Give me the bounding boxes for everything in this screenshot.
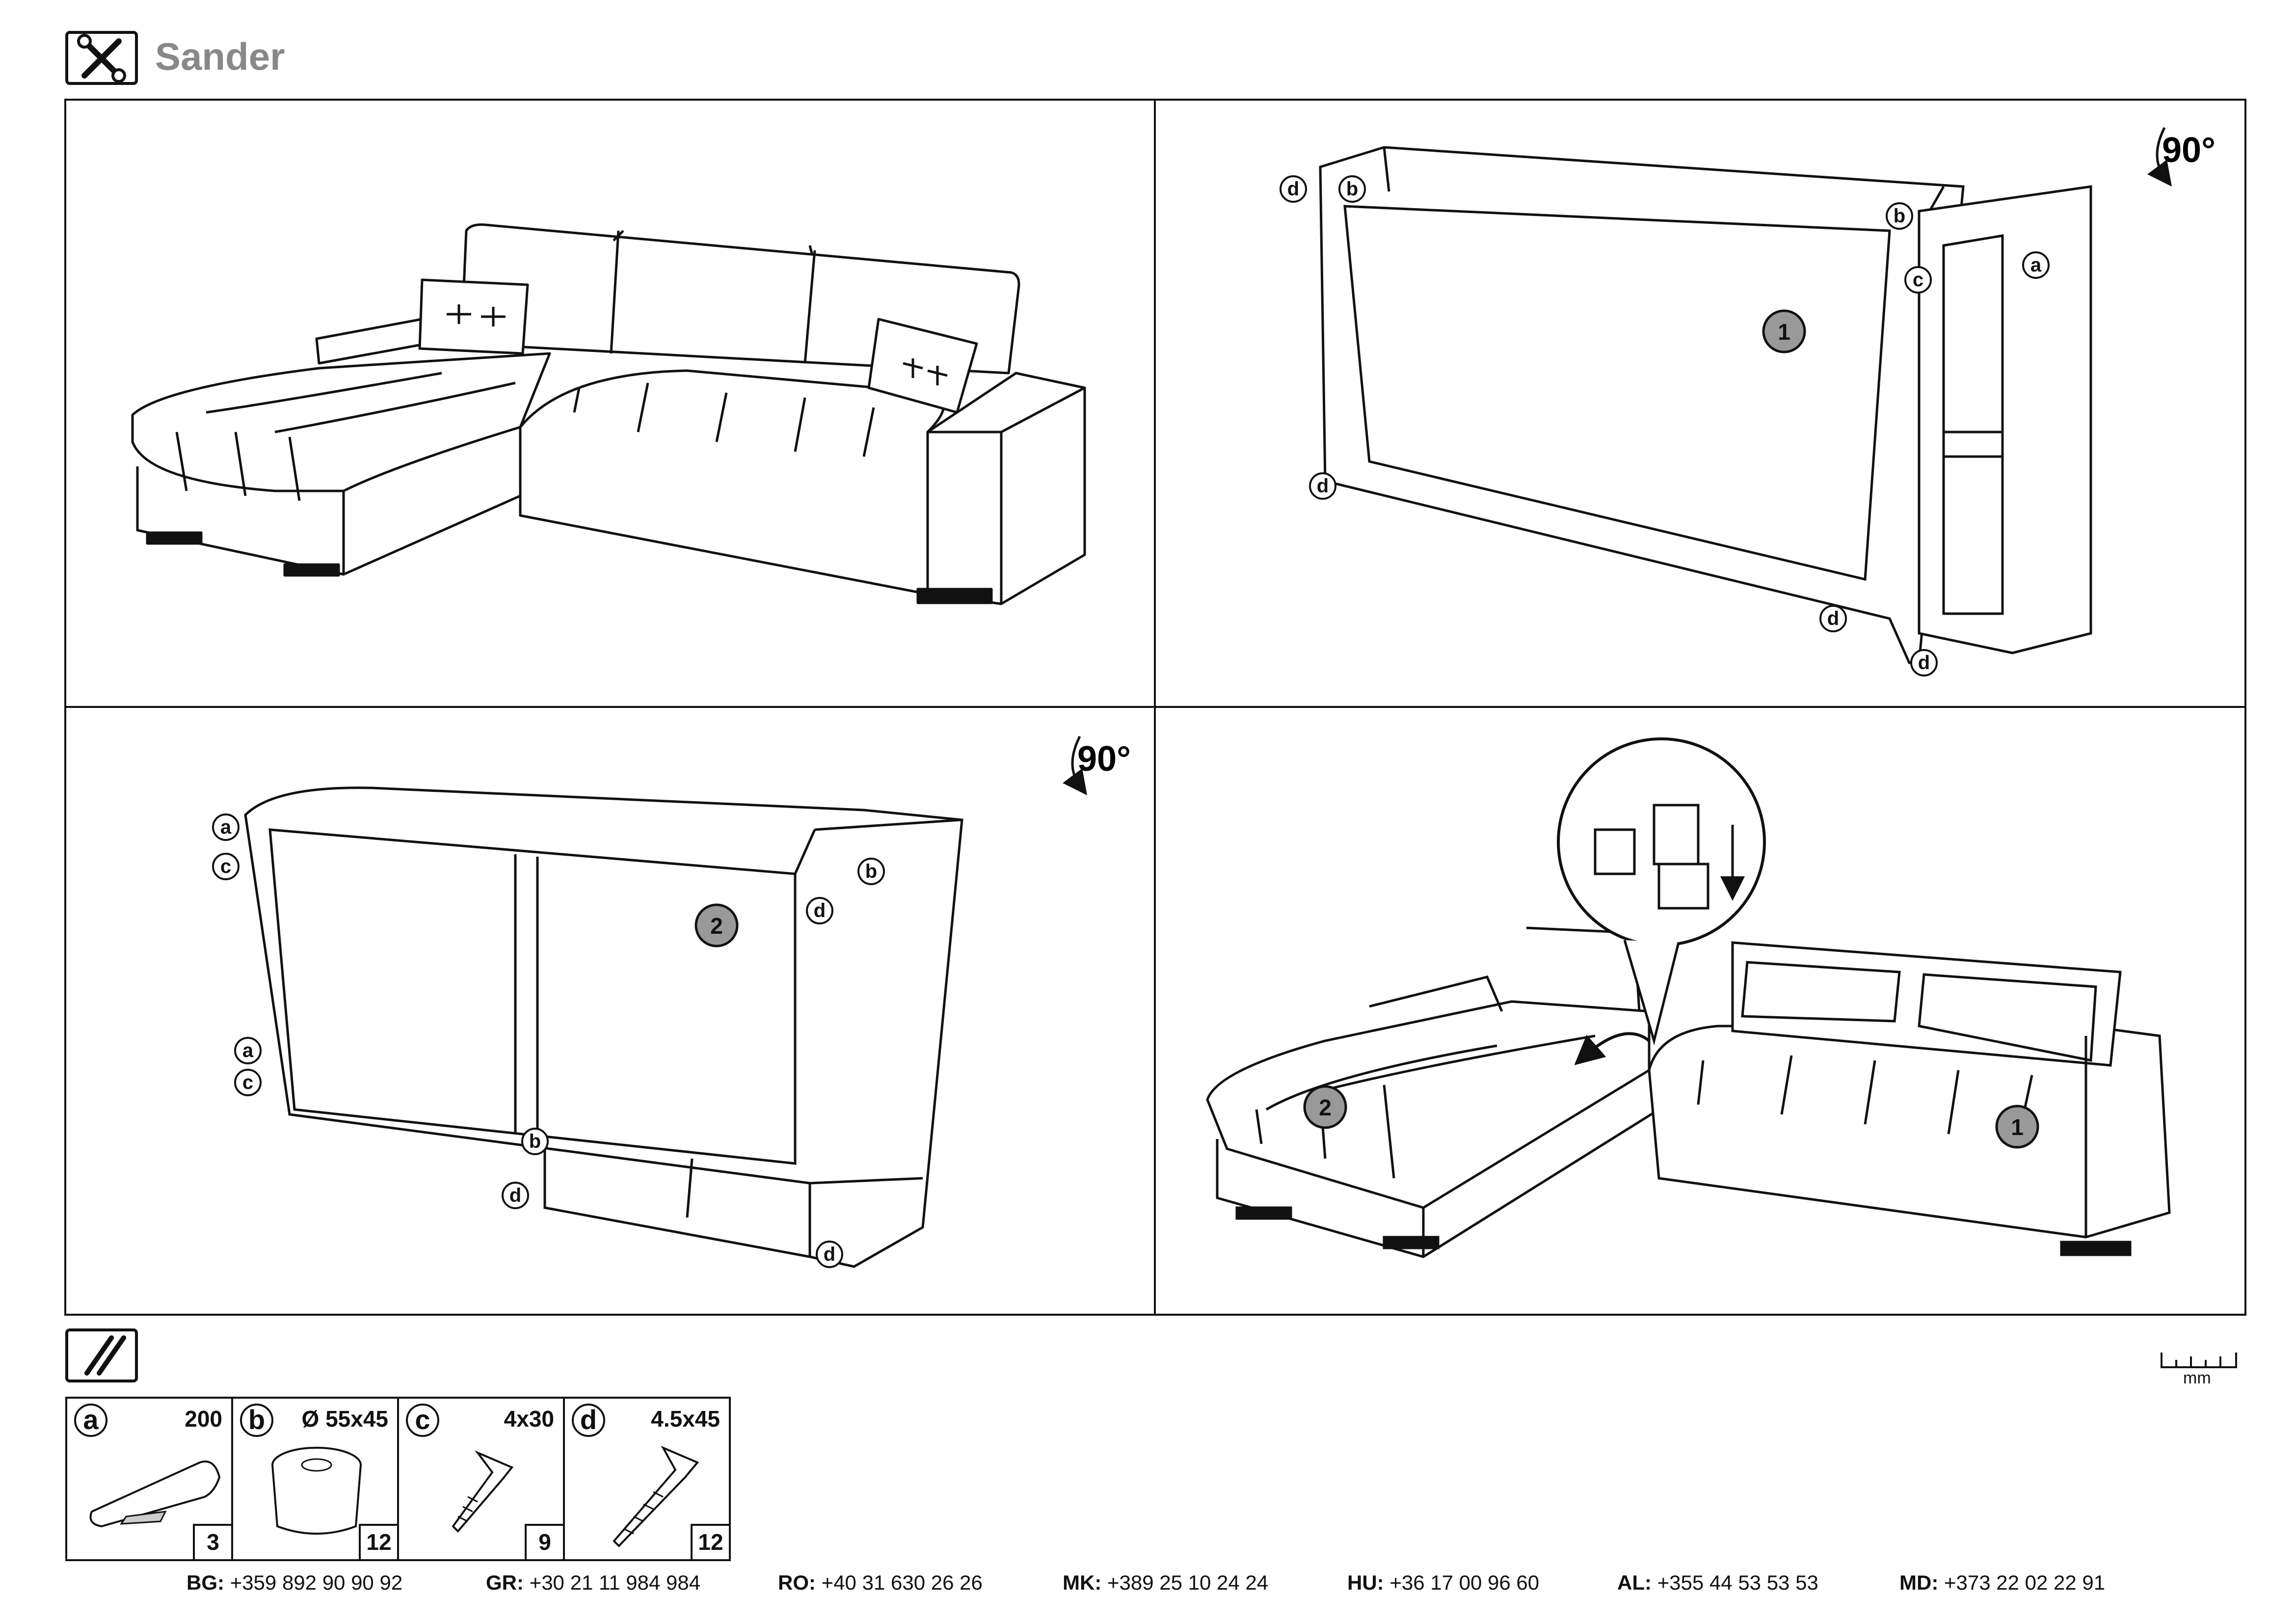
- part-size: Ø 55x45: [301, 1406, 388, 1432]
- step-4-connect-sofa: [1206, 737, 2171, 1258]
- svg-text:a: a: [242, 1040, 254, 1061]
- page-title: Sander: [155, 35, 285, 78]
- ruler-icon: [2161, 1353, 2237, 1368]
- contact-mk: MK: +389 25 10 24 24: [1063, 1571, 1269, 1594]
- svg-text:d: d: [1287, 178, 1299, 200]
- part-d: d 4.5x45 12: [563, 1397, 731, 1561]
- screw-icon: [452, 1450, 514, 1533]
- part-letter: b: [240, 1404, 273, 1437]
- furniture-leg-icon: [271, 1447, 362, 1535]
- svg-text:c: c: [242, 1072, 253, 1093]
- svg-text:d: d: [509, 1185, 521, 1206]
- svg-text:d: d: [824, 1244, 835, 1265]
- step-2-hardware-callouts: d b b c a d d d: [1280, 175, 2050, 677]
- svg-text:c: c: [220, 856, 231, 877]
- contact-gr: GR: +30 21 11 984 984: [486, 1571, 701, 1594]
- svg-text:a: a: [220, 816, 232, 838]
- part-qty: 12: [691, 1524, 729, 1559]
- contact-ro: RO: +40 31 630 26 26: [778, 1571, 983, 1594]
- step-2-sofa-back: [1319, 146, 2092, 664]
- svg-text:d: d: [1918, 652, 1930, 674]
- part-qty: 12: [359, 1524, 397, 1559]
- screws-icon: [65, 1328, 138, 1382]
- svg-text:c: c: [1913, 269, 1923, 291]
- svg-text:b: b: [865, 861, 877, 882]
- part-1-badge: 1: [1778, 319, 1790, 345]
- part-qty: 9: [525, 1524, 563, 1559]
- rotate-arrow-icon: [2147, 127, 2172, 187]
- contact-hu: HU: +36 17 00 96 60: [1347, 1571, 1540, 1594]
- tools-icon: [65, 31, 138, 85]
- svg-text:a: a: [2030, 254, 2042, 276]
- part-letter: d: [572, 1404, 605, 1437]
- rotate-arrow-icon: [1063, 735, 1087, 796]
- part-c: c 4x30 9: [397, 1397, 565, 1561]
- contact-phones: BG: +359 892 90 90 92 GR: +30 21 11 984 …: [187, 1571, 2150, 1600]
- part-2-badge: 2: [710, 913, 723, 939]
- part-1-badge: 1: [2011, 1114, 2024, 1140]
- svg-text:d: d: [814, 900, 826, 921]
- part-qty: 3: [193, 1524, 231, 1559]
- svg-text:d: d: [1317, 475, 1329, 497]
- contact-al: AL: +355 44 53 53 53: [1617, 1571, 1818, 1594]
- screw-icon: [613, 1445, 699, 1547]
- step-3-chaise-back: [244, 786, 963, 1268]
- ruler-unit: mm: [2183, 1369, 2211, 1387]
- part-size: 200: [185, 1406, 222, 1432]
- part-size: 4x30: [504, 1406, 554, 1432]
- part-a: a 200 3: [65, 1397, 233, 1561]
- rotate-90-label: 90°: [1077, 739, 1131, 779]
- step-3-hardware-callouts: a c a c b d b d d: [212, 813, 885, 1268]
- svg-text:b: b: [1346, 178, 1358, 200]
- part-size: 4.5x45: [651, 1406, 720, 1432]
- step-1-corner-sofa: [131, 223, 1086, 605]
- rotate-90-label: 90°: [2162, 131, 2216, 170]
- contact-md: MD: +373 22 02 22 91: [1899, 1571, 2106, 1594]
- part-b: b Ø 55x45 12: [231, 1397, 399, 1561]
- connector-rod-icon: [89, 1461, 221, 1528]
- part-letter: c: [406, 1404, 439, 1437]
- part-letter: a: [74, 1404, 107, 1437]
- part-2-badge: 2: [1319, 1095, 1332, 1120]
- svg-text:d: d: [1827, 608, 1839, 629]
- svg-text:b: b: [1894, 205, 1905, 227]
- svg-text:b: b: [529, 1131, 541, 1152]
- contact-bg: BG: +359 892 90 90 92: [187, 1571, 403, 1594]
